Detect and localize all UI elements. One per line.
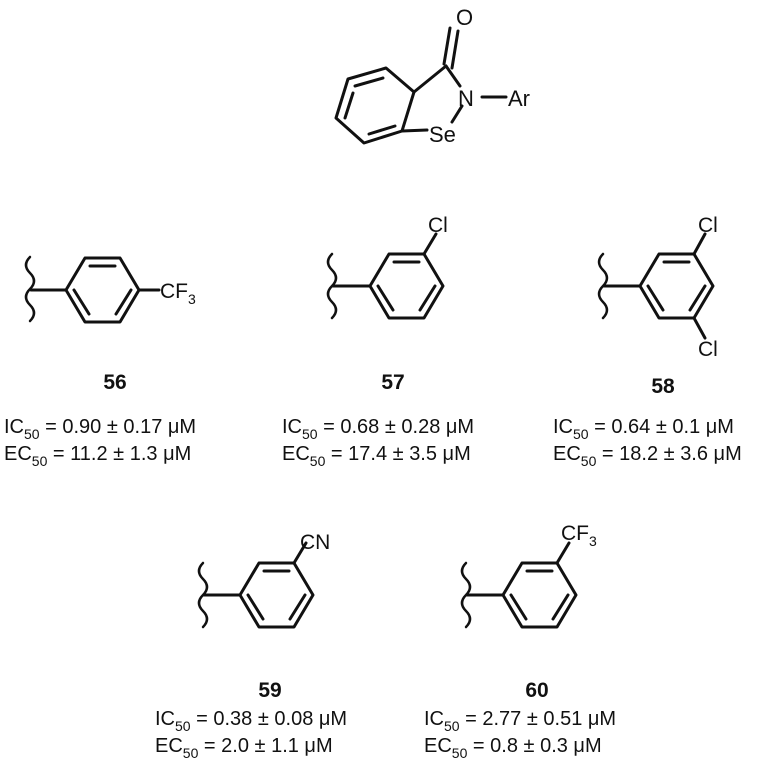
carbonyl-bond xyxy=(442,26,452,66)
compound-59-structure: CN xyxy=(197,531,330,629)
ring-double-bond xyxy=(376,284,395,312)
core-double-bond xyxy=(367,124,397,136)
compound-number: 60 xyxy=(525,679,548,702)
ring-double-bond xyxy=(688,284,707,312)
ring-double-bond xyxy=(509,593,528,621)
core-bond xyxy=(412,64,448,94)
substituent-label: CN xyxy=(300,531,330,554)
substituent-label: CF3 xyxy=(160,280,196,307)
substituent-label: Cl xyxy=(698,214,718,237)
substituent-label-2: Cl xyxy=(698,338,718,361)
substituent-bond xyxy=(692,232,707,256)
substituent-label: CF3 xyxy=(561,522,597,549)
core-bond xyxy=(400,128,429,133)
compound-57-structure: Cl xyxy=(326,214,448,320)
ec50-value: EC50 = 18.2 ± 3.6 μM xyxy=(553,443,742,469)
ring-double-bond xyxy=(114,288,133,316)
substituent-label: Cl xyxy=(428,214,448,237)
selenium-atom-label: Se xyxy=(429,122,456,147)
phenyl-ring xyxy=(238,561,315,629)
core-bond xyxy=(450,104,464,124)
core-bond xyxy=(444,64,462,88)
ic50-value: IC50 = 0.90 ± 0.17 μM xyxy=(4,416,196,442)
carbonyl-bond xyxy=(450,29,460,70)
phenyl-ring xyxy=(501,561,578,629)
compound-56-structure: CF3 xyxy=(24,255,196,324)
compound-number: 58 xyxy=(651,375,675,398)
substituent-bond xyxy=(555,541,571,565)
phenyl-ring xyxy=(368,252,445,320)
ring-double-bond xyxy=(72,288,91,316)
substituent-bond xyxy=(422,232,438,256)
core-structure: O N Se Ar xyxy=(334,5,530,147)
ic50-value: IC50 = 0.64 ± 0.1 μM xyxy=(553,416,734,442)
compound-60-structure: CF3 xyxy=(460,522,597,629)
ring-double-bond xyxy=(646,284,665,312)
ring-double-bond xyxy=(551,593,570,621)
oxygen-atom-label: O xyxy=(456,5,473,30)
nitrogen-atom-label: N xyxy=(458,86,474,111)
phenyl-ring xyxy=(638,252,715,320)
ec50-value: EC50 = 11.2 ± 1.3 μM xyxy=(4,443,191,469)
compound-number: 56 xyxy=(103,371,126,394)
core-double-bond xyxy=(353,76,385,88)
compound-58-structure: Cl Cl xyxy=(597,214,718,361)
ec50-value: EC50 = 0.8 ± 0.3 μM xyxy=(424,735,602,761)
ic50-value: IC50 = 0.38 ± 0.08 μM xyxy=(155,708,347,734)
ring-double-bond xyxy=(246,593,265,621)
aryl-substituent-label: Ar xyxy=(508,86,530,111)
ec50-value: EC50 = 17.4 ± 3.5 μM xyxy=(282,443,471,469)
substituent-bond xyxy=(692,316,707,340)
compound-number: 59 xyxy=(258,679,281,702)
ring-double-bond xyxy=(288,593,307,621)
ic50-value: IC50 = 0.68 ± 0.28 μM xyxy=(282,416,474,442)
core-double-bond xyxy=(343,91,355,120)
ec50-value: EC50 = 2.0 ± 1.1 μM xyxy=(155,735,333,761)
phenyl-ring xyxy=(64,256,141,324)
substituent-bond xyxy=(292,541,308,565)
ring-double-bond xyxy=(418,284,437,312)
ic50-value: IC50 = 2.77 ± 0.51 μM xyxy=(424,708,616,734)
compound-number: 57 xyxy=(381,371,404,394)
